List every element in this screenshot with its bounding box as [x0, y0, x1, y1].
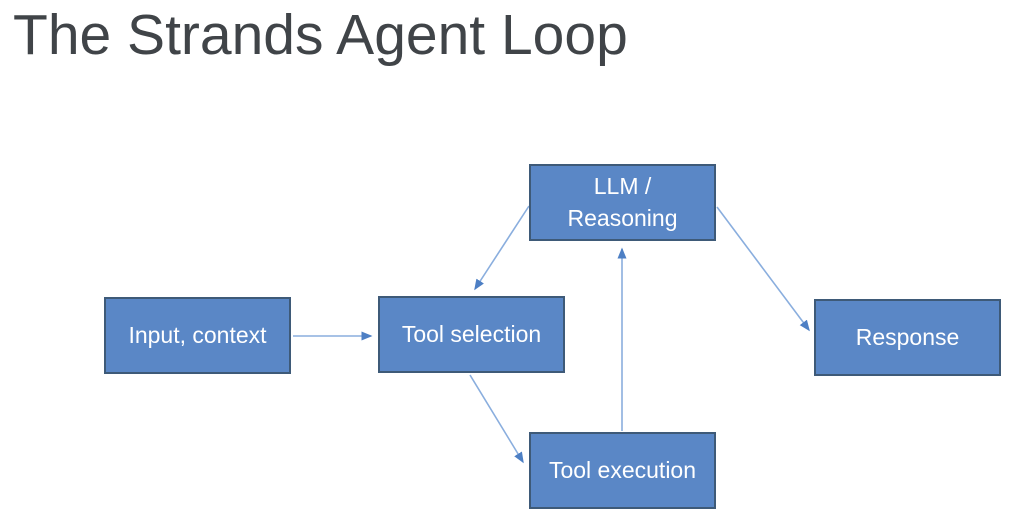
arrow-llm-to-response: [716, 206, 810, 332]
arrow-tool-selection-to-tool-execution: [469, 374, 524, 464]
node-response-label: Response: [855, 323, 960, 350]
node-input-context-label: Input, context: [128, 321, 267, 348]
slide-title: The Strands Agent Loop: [13, 3, 628, 67]
node-llm-reasoning-label-line1: LLM /: [593, 173, 652, 200]
node-input-context: Input, context: [104, 297, 291, 374]
arrow-llm-to-tool-selection: [474, 205, 530, 291]
node-tool-selection-label: Tool selection: [401, 320, 542, 347]
node-llm-reasoning-label-line2: Reasoning: [567, 204, 678, 231]
node-tool-execution: Tool execution: [529, 432, 716, 509]
node-response: Response: [814, 299, 1001, 376]
node-llm-reasoning: LLM / Reasoning: [529, 164, 716, 241]
node-tool-selection: Tool selection: [378, 296, 565, 373]
node-tool-execution-label: Tool execution: [548, 456, 697, 483]
